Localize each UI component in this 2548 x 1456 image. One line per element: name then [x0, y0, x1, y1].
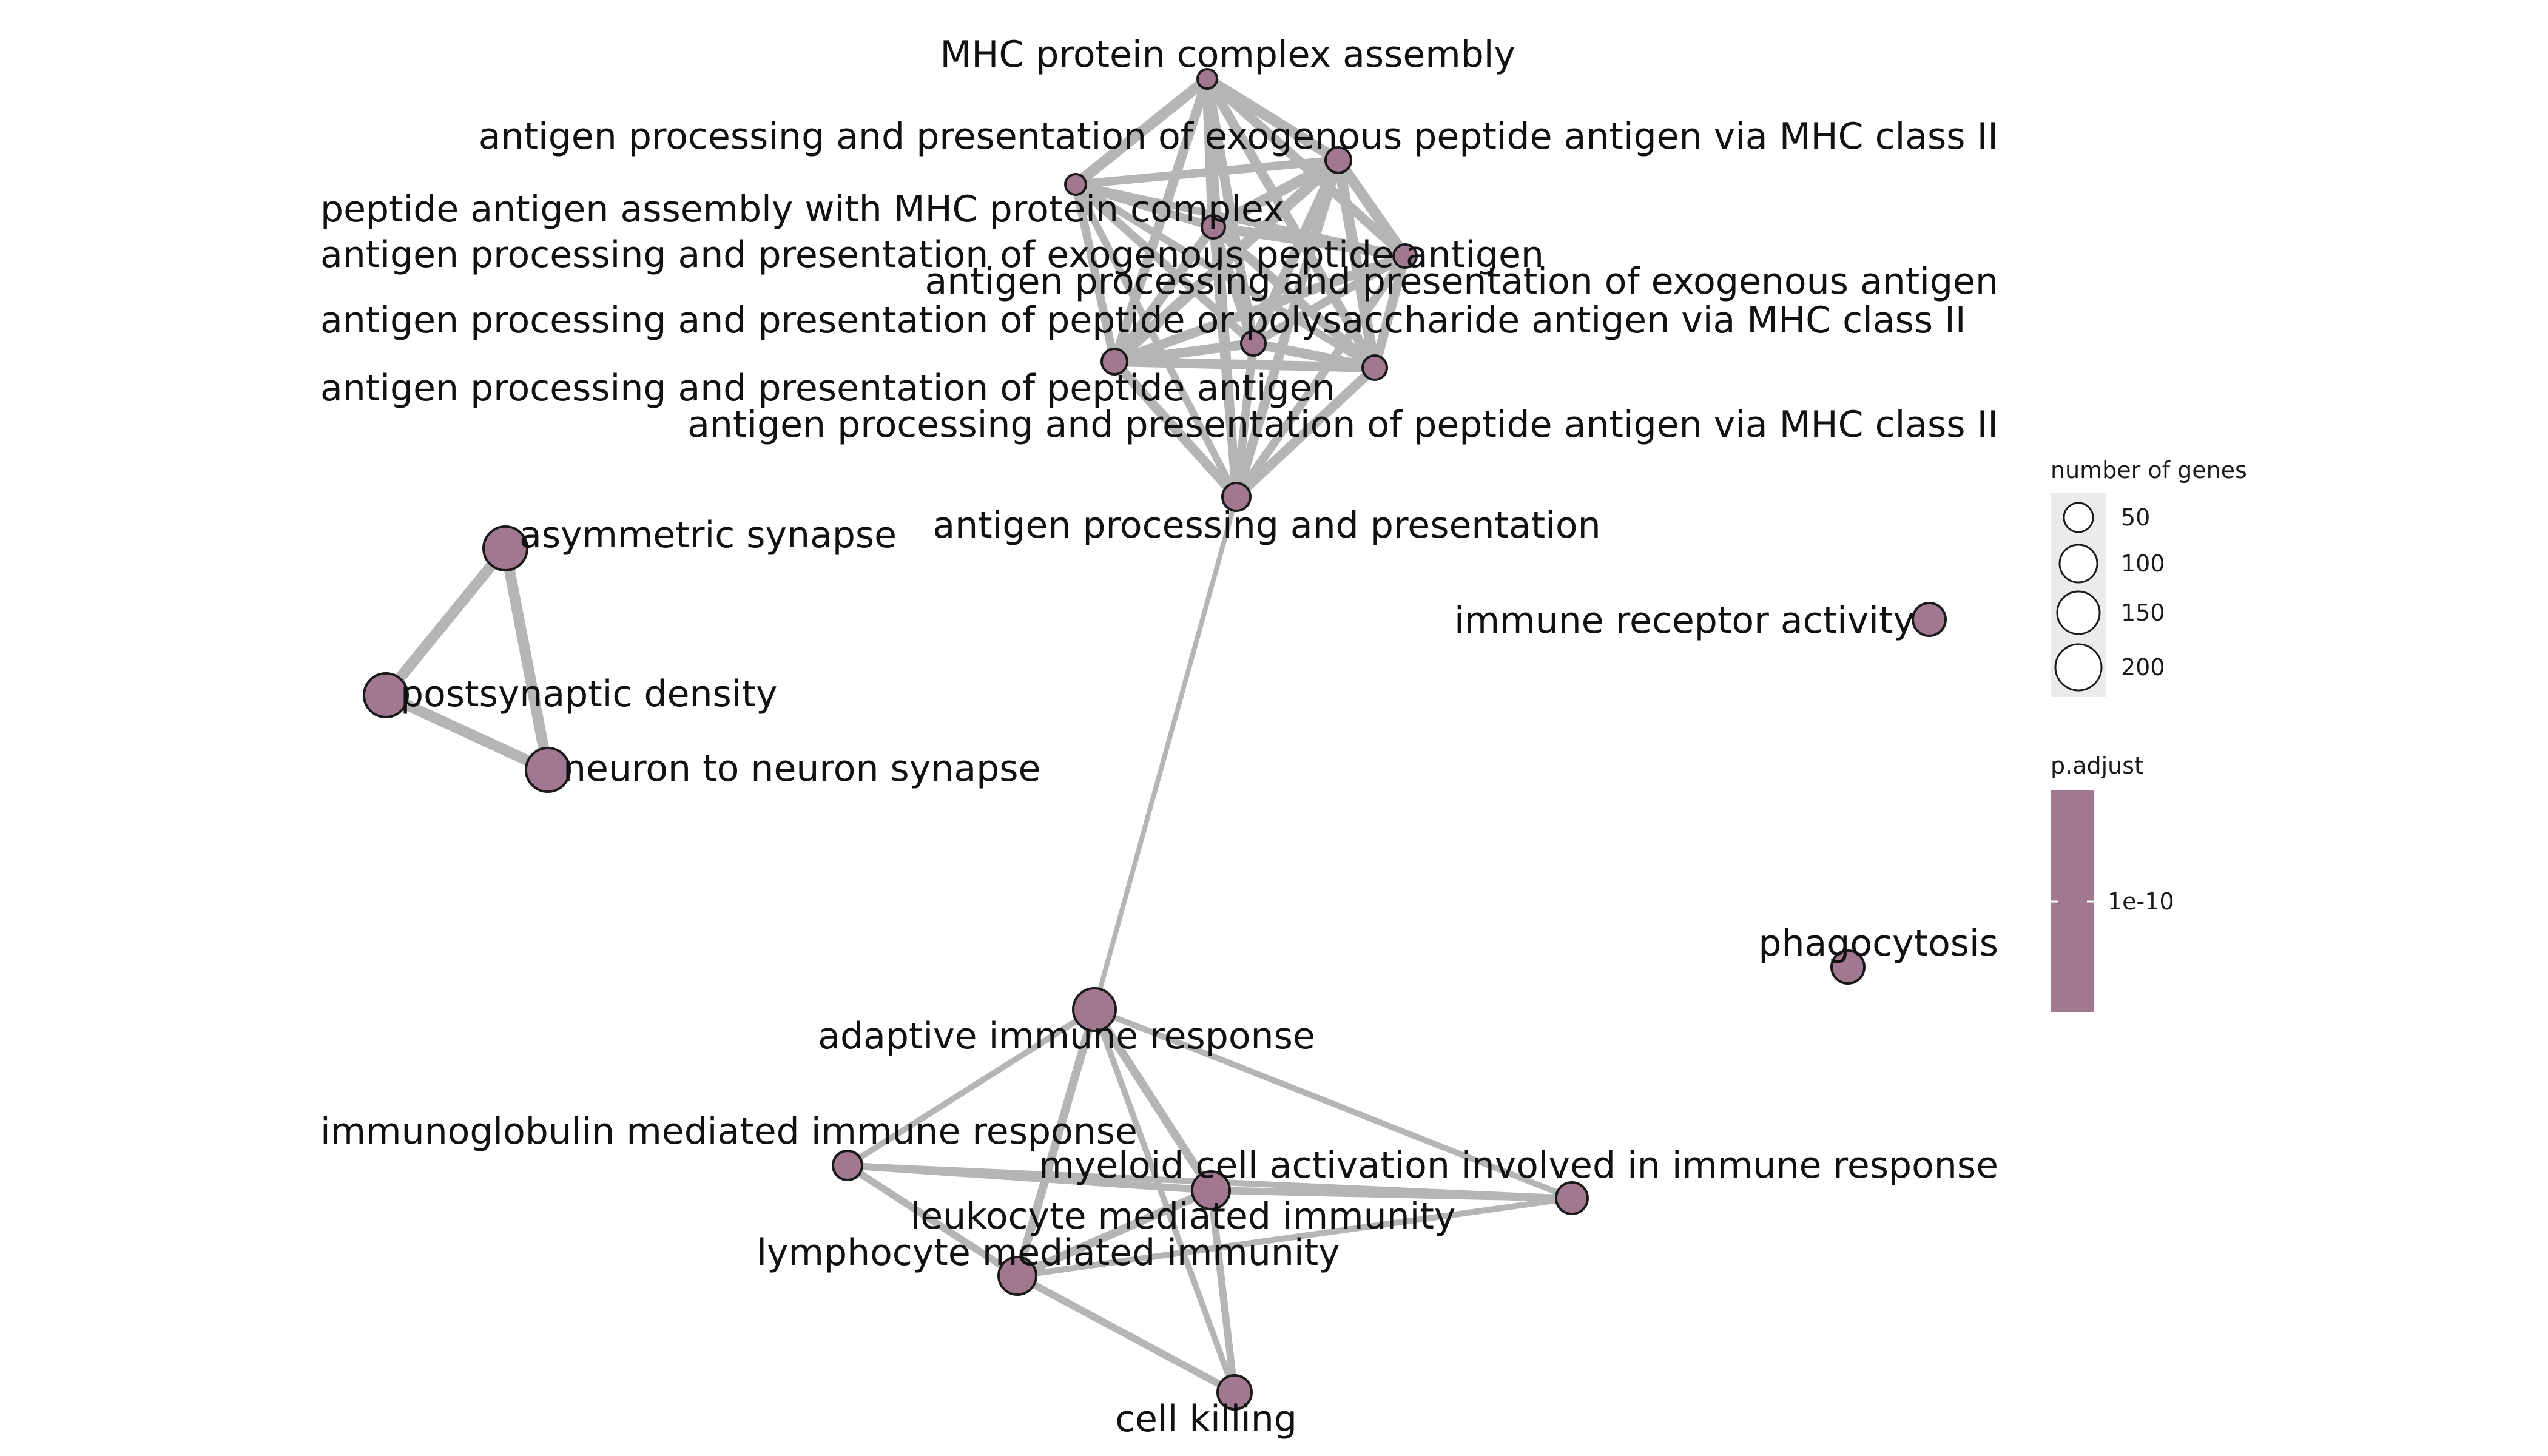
size-legend-label-200: 200 — [2121, 654, 2165, 681]
node-igmed — [832, 1150, 863, 1181]
edge-lympho-myeloid — [1014, 1195, 1575, 1279]
node-label-app_pep: antigen processing and presentation of p… — [320, 367, 1335, 410]
size-legend-circle-150 — [2056, 590, 2101, 635]
node-layer — [363, 68, 1947, 1410]
node-label-phago: phagocytosis — [1758, 922, 1998, 965]
edge-postsyn-n2n — [380, 690, 553, 775]
node-label-app: antigen processing and presentation — [932, 504, 1600, 547]
node-label-asym: asymmetric synapse — [519, 514, 897, 556]
legend: number of genes 50 100 150 200 p.adjust … — [2051, 457, 2247, 1012]
node-pep_assembly — [1064, 173, 1087, 196]
size-legend-circle-50 — [2063, 502, 2094, 533]
node-label-killing: cell killing — [1115, 1398, 1297, 1440]
node-mhc_assembly — [1196, 68, 1218, 90]
node-label-app_pep_poly: antigen processing and presentation of p… — [320, 299, 1966, 342]
node-label-lympho: lymphocyte mediated immunity — [757, 1232, 1340, 1274]
node-asym — [482, 525, 528, 571]
edge-mhc_assembly-app_pep_mhc2 — [1202, 74, 1380, 372]
node-label-app_pep_mhc2: antigen processing and presentation of p… — [687, 403, 1998, 446]
node-lympho — [997, 1256, 1037, 1296]
size-legend-label-50: 50 — [2121, 504, 2150, 531]
edge-app_exo-app — [1232, 252, 1409, 501]
edge-adaptive-killing — [1091, 1006, 1238, 1395]
size-legend-title: number of genes — [2051, 457, 2247, 484]
size-legend-label-100: 100 — [2121, 550, 2165, 577]
edge-app_exo_mhc2-pep_assembly — [1071, 156, 1343, 189]
size-legend-circle-200 — [2054, 643, 2103, 692]
node-adaptive — [1072, 987, 1117, 1032]
edge-adaptive-lympho — [1013, 1005, 1099, 1280]
edge-asym-postsyn — [380, 543, 511, 701]
edge-app_pep-app_pep_mhc2 — [1110, 357, 1380, 372]
edge-app_pep_mhc2-app — [1232, 363, 1380, 502]
edge-app_exo_pep-app_pep_poly — [1208, 222, 1258, 348]
size-legend-label-150: 150 — [2121, 599, 2165, 626]
edge-app_exo-app_pep — [1110, 251, 1410, 366]
node-n2n — [525, 747, 571, 793]
edge-lympho-killing — [1014, 1272, 1238, 1396]
node-leuko — [1191, 1170, 1231, 1210]
node-app — [1221, 482, 1252, 512]
edge-mhc_assembly-app_pep_poly — [1202, 74, 1258, 348]
edge-app_pep-app — [1110, 357, 1241, 502]
edge-layer — [380, 73, 1576, 1396]
node-label-myeloid: myeloid cell activation involved in immu… — [1039, 1144, 1998, 1187]
node-app_pep — [1100, 348, 1128, 376]
node-label-mhc_assembly: MHC protein complex assembly — [940, 33, 1515, 76]
edge-app_exo_pep-app_exo — [1208, 222, 1410, 261]
edge-leuko-killing — [1207, 1187, 1238, 1396]
edge-asym-n2n — [500, 543, 553, 775]
node-app_pep_poly — [1240, 330, 1267, 357]
size-legend-circle-100 — [2058, 544, 2098, 584]
node-label-igmed: immunoglobulin mediated immune response — [320, 1110, 1138, 1153]
node-label-adaptive: adaptive immune response — [818, 1015, 1315, 1057]
edge-app-adaptive — [1092, 494, 1239, 1012]
label-layer: MHC protein complex assembly antigen proc… — [320, 33, 1998, 1440]
edge-leuko-myeloid — [1207, 1187, 1576, 1202]
color-legend-tick-label: 1e-10 — [2108, 888, 2174, 915]
edge-mhc_assembly-pep_assembly — [1070, 73, 1213, 190]
node-label-app_exo: antigen processing and presentation of e… — [925, 260, 1998, 303]
edge-igmed-lympho — [844, 1162, 1021, 1279]
color-legend-title: p.adjust — [2051, 752, 2143, 779]
edge-pep_assembly-app — [1072, 181, 1240, 500]
edge-mhc_assembly-app_pep — [1110, 74, 1212, 366]
edge-pep_assembly-app_pep — [1071, 180, 1119, 366]
node-app_pep_mhc2 — [1361, 354, 1388, 381]
node-killing — [1216, 1374, 1253, 1410]
edge-leuko-lympho — [1013, 1186, 1215, 1280]
node-label-app_exo_pep: antigen processing and presentation of e… — [320, 234, 1544, 276]
node-label-n2n: neuron to neuron synapse — [563, 747, 1040, 790]
node-label-app_exo_mhc2: antigen processing and presentation of e… — [479, 115, 1998, 158]
edge-app_exo_mhc2-app_pep_mhc2 — [1333, 155, 1380, 373]
edge-app_exo_mhc2-app_exo — [1333, 155, 1410, 261]
node-label-leuko: leukocyte mediated immunity — [911, 1195, 1456, 1238]
node-label-immrec: immune receptor activity — [1454, 599, 1915, 642]
edge-app_exo-app_pep_mhc2 — [1370, 251, 1410, 372]
edge-app_exo-app_pep_poly — [1249, 252, 1409, 348]
node-label-pep_assembly: peptide antigen assembly with MHC protei… — [320, 188, 1284, 231]
node-immrec — [1912, 602, 1947, 637]
node-app_exo_pep — [1201, 214, 1226, 240]
edge-mhc_assembly-app_exo — [1202, 74, 1410, 261]
node-app_exo_mhc2 — [1324, 146, 1352, 174]
node-myeloid — [1555, 1181, 1589, 1215]
node-postsyn — [363, 672, 409, 718]
edge-adaptive-leuko — [1090, 1005, 1215, 1195]
edge-adaptive-igmed — [844, 1006, 1097, 1168]
node-app_exo — [1392, 243, 1418, 269]
node-label-postsyn: postsynaptic density — [400, 673, 777, 715]
edge-adaptive-myeloid — [1091, 1006, 1575, 1201]
edge-app_exo_pep-app_pep — [1110, 222, 1218, 366]
node-phago — [1830, 949, 1866, 985]
